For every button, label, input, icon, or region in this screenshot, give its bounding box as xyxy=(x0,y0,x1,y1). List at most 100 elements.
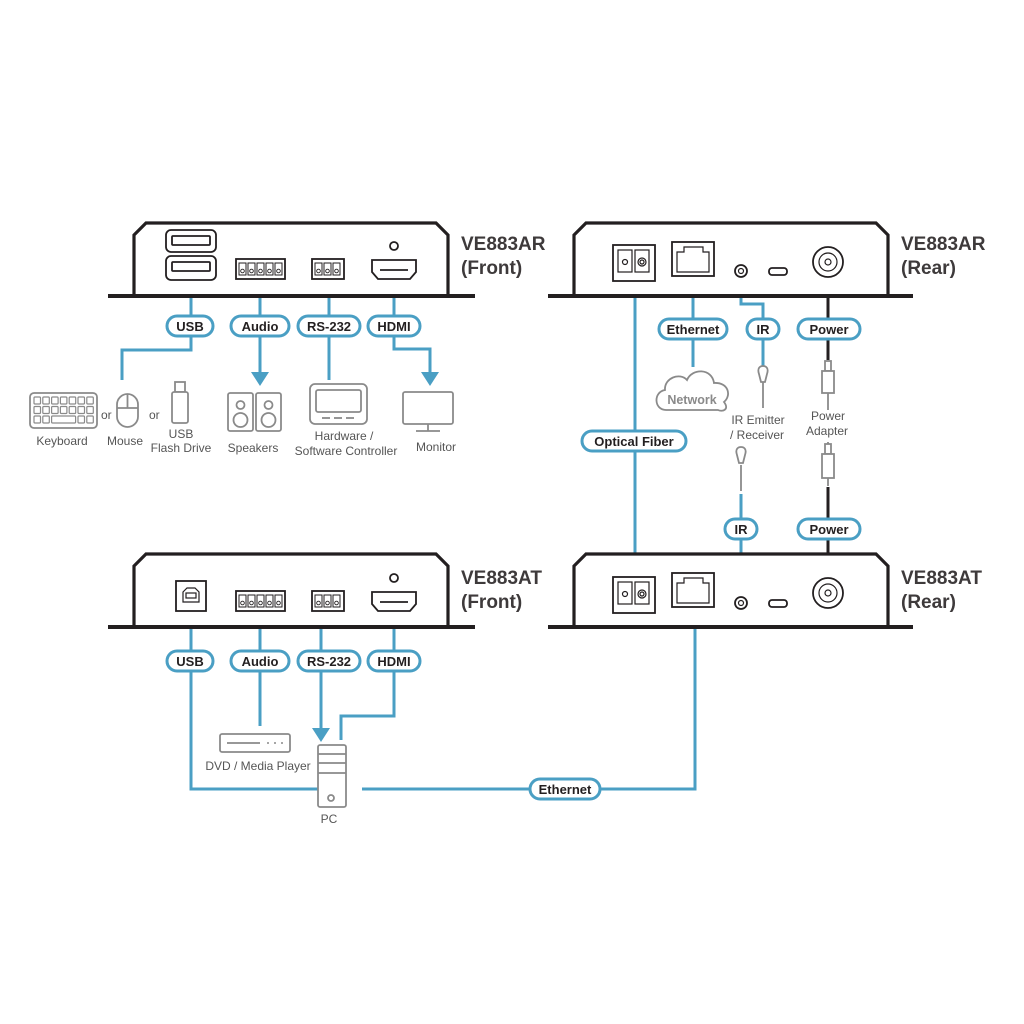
mouse-icon xyxy=(116,393,139,428)
pc-tower-icon xyxy=(317,744,347,808)
svg-text:HDMI: HDMI xyxy=(377,654,410,669)
device-ve883ar-rear xyxy=(548,221,913,298)
keyboard-icon xyxy=(29,392,98,429)
label-usb-flash-2: Flash Drive xyxy=(151,441,212,455)
monitor-icon xyxy=(402,391,454,432)
usb-a-ports xyxy=(165,229,217,281)
label-ir-ar: IR xyxy=(745,317,781,341)
label-controller-2: Software Controller xyxy=(295,444,398,458)
device-ve883at-front xyxy=(108,552,475,629)
speakers-icon xyxy=(227,392,282,432)
terminal-pin-screw xyxy=(334,268,339,274)
svg-text:USB: USB xyxy=(176,654,203,669)
keyboard-key xyxy=(50,396,59,405)
subtitle-at-rear: (Rear) xyxy=(901,592,956,613)
label-ir-emitter-2: / Receiver xyxy=(730,428,784,442)
keyboard-key xyxy=(33,415,42,424)
terminal-pin-screw xyxy=(325,600,330,606)
subtitle-ar-front: (Front) xyxy=(461,258,522,279)
label-or-1: or xyxy=(101,408,112,422)
power-adapter-plug-bottom-icon xyxy=(821,443,835,479)
hdmi-port xyxy=(371,241,417,280)
terminal-pin-screw xyxy=(258,268,263,274)
label-power-adapter-2: Adapter xyxy=(806,424,848,438)
label-hdmi-at: HDMI xyxy=(366,649,422,673)
svg-text:IR: IR xyxy=(757,322,771,337)
ir-emitter-icon xyxy=(757,365,769,383)
label-ethernet-ar: Ethernet xyxy=(657,317,729,341)
cable-ethernet-at xyxy=(362,618,697,791)
svg-text:Optical Fiber: Optical Fiber xyxy=(594,434,673,449)
usb-flash-drive-icon xyxy=(171,381,189,424)
label-usb-ar: USB xyxy=(165,314,215,338)
terminal-pin-screw xyxy=(334,600,339,606)
usb-b-port xyxy=(175,580,207,612)
cable-usb-ar xyxy=(120,297,193,380)
ir-jack-at xyxy=(734,596,748,610)
terminal-pin-screw xyxy=(316,600,321,606)
keyboard-key xyxy=(33,405,42,415)
svg-text:RS-232: RS-232 xyxy=(307,654,351,669)
micro-usb-port-at xyxy=(768,599,788,608)
label-ir-at: IR xyxy=(723,517,759,541)
ir-receiver-icon xyxy=(735,446,747,464)
keyboard-key xyxy=(77,405,86,415)
svg-text:Ethernet: Ethernet xyxy=(539,782,592,797)
label-ethernet-at: Ethernet xyxy=(528,777,602,801)
controller-icon xyxy=(309,383,368,425)
terminal-pin-screw xyxy=(240,268,245,274)
label-or-2: or xyxy=(149,408,160,422)
terminal-pin-screw xyxy=(249,600,254,606)
dvd-player-icon xyxy=(219,733,291,753)
keyboard-spacebar xyxy=(50,415,77,424)
network-cloud-icon xyxy=(655,370,729,412)
terminal-pin-screw xyxy=(249,268,254,274)
cable-hdmi-at xyxy=(339,625,396,740)
label-dvd-player: DVD / Media Player xyxy=(205,759,310,773)
keyboard-key xyxy=(59,396,68,405)
arrow-speakers xyxy=(251,372,269,386)
label-ir-emitter-1: IR Emitter xyxy=(731,413,784,427)
keyboard-key xyxy=(42,415,50,424)
svg-text:USB: USB xyxy=(176,319,203,334)
keyboard-key xyxy=(50,405,59,415)
label-hdmi-ar: HDMI xyxy=(366,314,422,338)
power-jack-at xyxy=(812,577,844,609)
cables xyxy=(120,278,830,791)
terminal-pin-screw xyxy=(267,268,272,274)
subtitle-at-front: (Front) xyxy=(461,592,522,613)
keyboard-key xyxy=(42,405,50,415)
terminal-pin-screw xyxy=(276,268,281,274)
terminal-pin-screw xyxy=(258,600,263,606)
label-keyboard: Keyboard xyxy=(36,434,87,448)
label-mouse: Mouse xyxy=(107,434,143,448)
terminal-pin-screw xyxy=(325,268,330,274)
micro-usb-port-ar xyxy=(768,267,788,276)
label-power-adapter-1: Power xyxy=(811,409,845,423)
arrow-pc xyxy=(312,728,330,742)
label-network: Network xyxy=(667,393,716,407)
svg-text:Audio: Audio xyxy=(242,654,279,669)
power-adapter-plug-top-icon xyxy=(821,360,835,394)
hdmi-port-at xyxy=(371,573,417,612)
keyboard-key xyxy=(68,405,77,415)
terminal-pin-screw xyxy=(267,600,272,606)
terminal-pins xyxy=(238,262,341,608)
arrow-monitor xyxy=(421,372,439,386)
svg-text:Power: Power xyxy=(809,522,848,537)
label-pc: PC xyxy=(321,812,338,826)
svg-text:RS-232: RS-232 xyxy=(307,319,351,334)
cable-usb-at xyxy=(189,622,318,791)
label-optical-fiber: Optical Fiber xyxy=(580,429,688,453)
ethernet-port-at xyxy=(671,572,715,608)
title-at-front: VE883AT xyxy=(461,568,542,589)
label-power-ar: Power xyxy=(796,317,862,341)
keyboard-key xyxy=(86,396,94,405)
title-ar-rear: VE883AR xyxy=(901,234,986,255)
svg-text:Audio: Audio xyxy=(242,319,279,334)
keyboard-key xyxy=(77,396,86,405)
keyboard-key xyxy=(86,415,94,424)
label-speakers: Speakers xyxy=(228,441,279,455)
keyboard-key xyxy=(77,415,86,424)
